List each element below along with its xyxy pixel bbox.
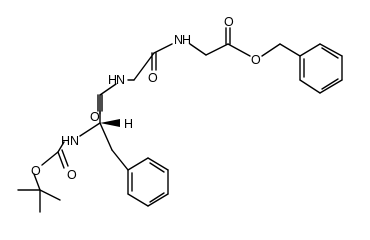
- atom-n-gly1: N: [116, 73, 125, 87]
- atom-o-ester-carbonyl: O: [224, 15, 234, 29]
- atom-o-boc-carbonyl: O: [67, 168, 77, 182]
- atom-h-boc: H: [61, 134, 70, 148]
- atom-h-gly2: H: [182, 33, 191, 47]
- atom-o-phe-carbonyl: O: [90, 110, 100, 124]
- atom-o-gly2-carbonyl: O: [148, 71, 158, 85]
- atom-n-boc: N: [70, 134, 79, 148]
- atom-h-gly1: H: [108, 73, 117, 87]
- atom-n-gly2: N: [174, 33, 183, 47]
- bond-lines: [17, 27, 343, 213]
- atom-o-boc-ester: O: [31, 164, 41, 178]
- atom-labels: O N H O O N H O H N H O O: [31, 15, 261, 182]
- atom-o-ester: O: [251, 53, 261, 67]
- atom-h-alpha: H: [124, 117, 133, 131]
